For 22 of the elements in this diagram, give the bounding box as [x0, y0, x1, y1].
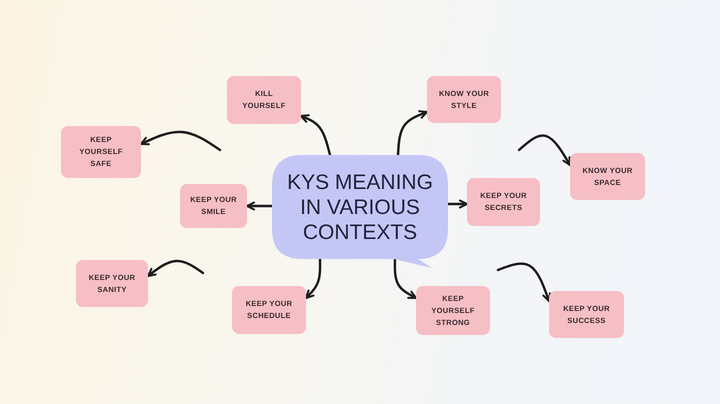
topic-card — [227, 76, 301, 124]
bubble-title: KYS MEANING IN VARIOUS CONTEXTS — [286, 170, 434, 244]
topic-card — [180, 184, 247, 228]
curved-arrow — [300, 114, 332, 156]
curved-arrow — [304, 258, 322, 300]
speech-bubble — [272, 155, 448, 268]
topic-card — [232, 286, 306, 334]
curved-arrow — [518, 134, 572, 166]
arrow — [446, 200, 468, 208]
topic-card — [416, 286, 490, 335]
curved-arrow — [396, 110, 428, 156]
topic-card — [61, 126, 141, 178]
topic-card — [467, 178, 540, 226]
topic-card — [570, 153, 645, 200]
arrow — [246, 202, 274, 210]
curved-arrow — [394, 258, 418, 300]
topic-card — [549, 291, 624, 338]
topic-card — [427, 76, 501, 123]
topic-card — [76, 260, 148, 307]
curved-arrow — [140, 130, 222, 152]
curved-arrow — [146, 260, 204, 278]
curved-arrow — [496, 262, 551, 302]
